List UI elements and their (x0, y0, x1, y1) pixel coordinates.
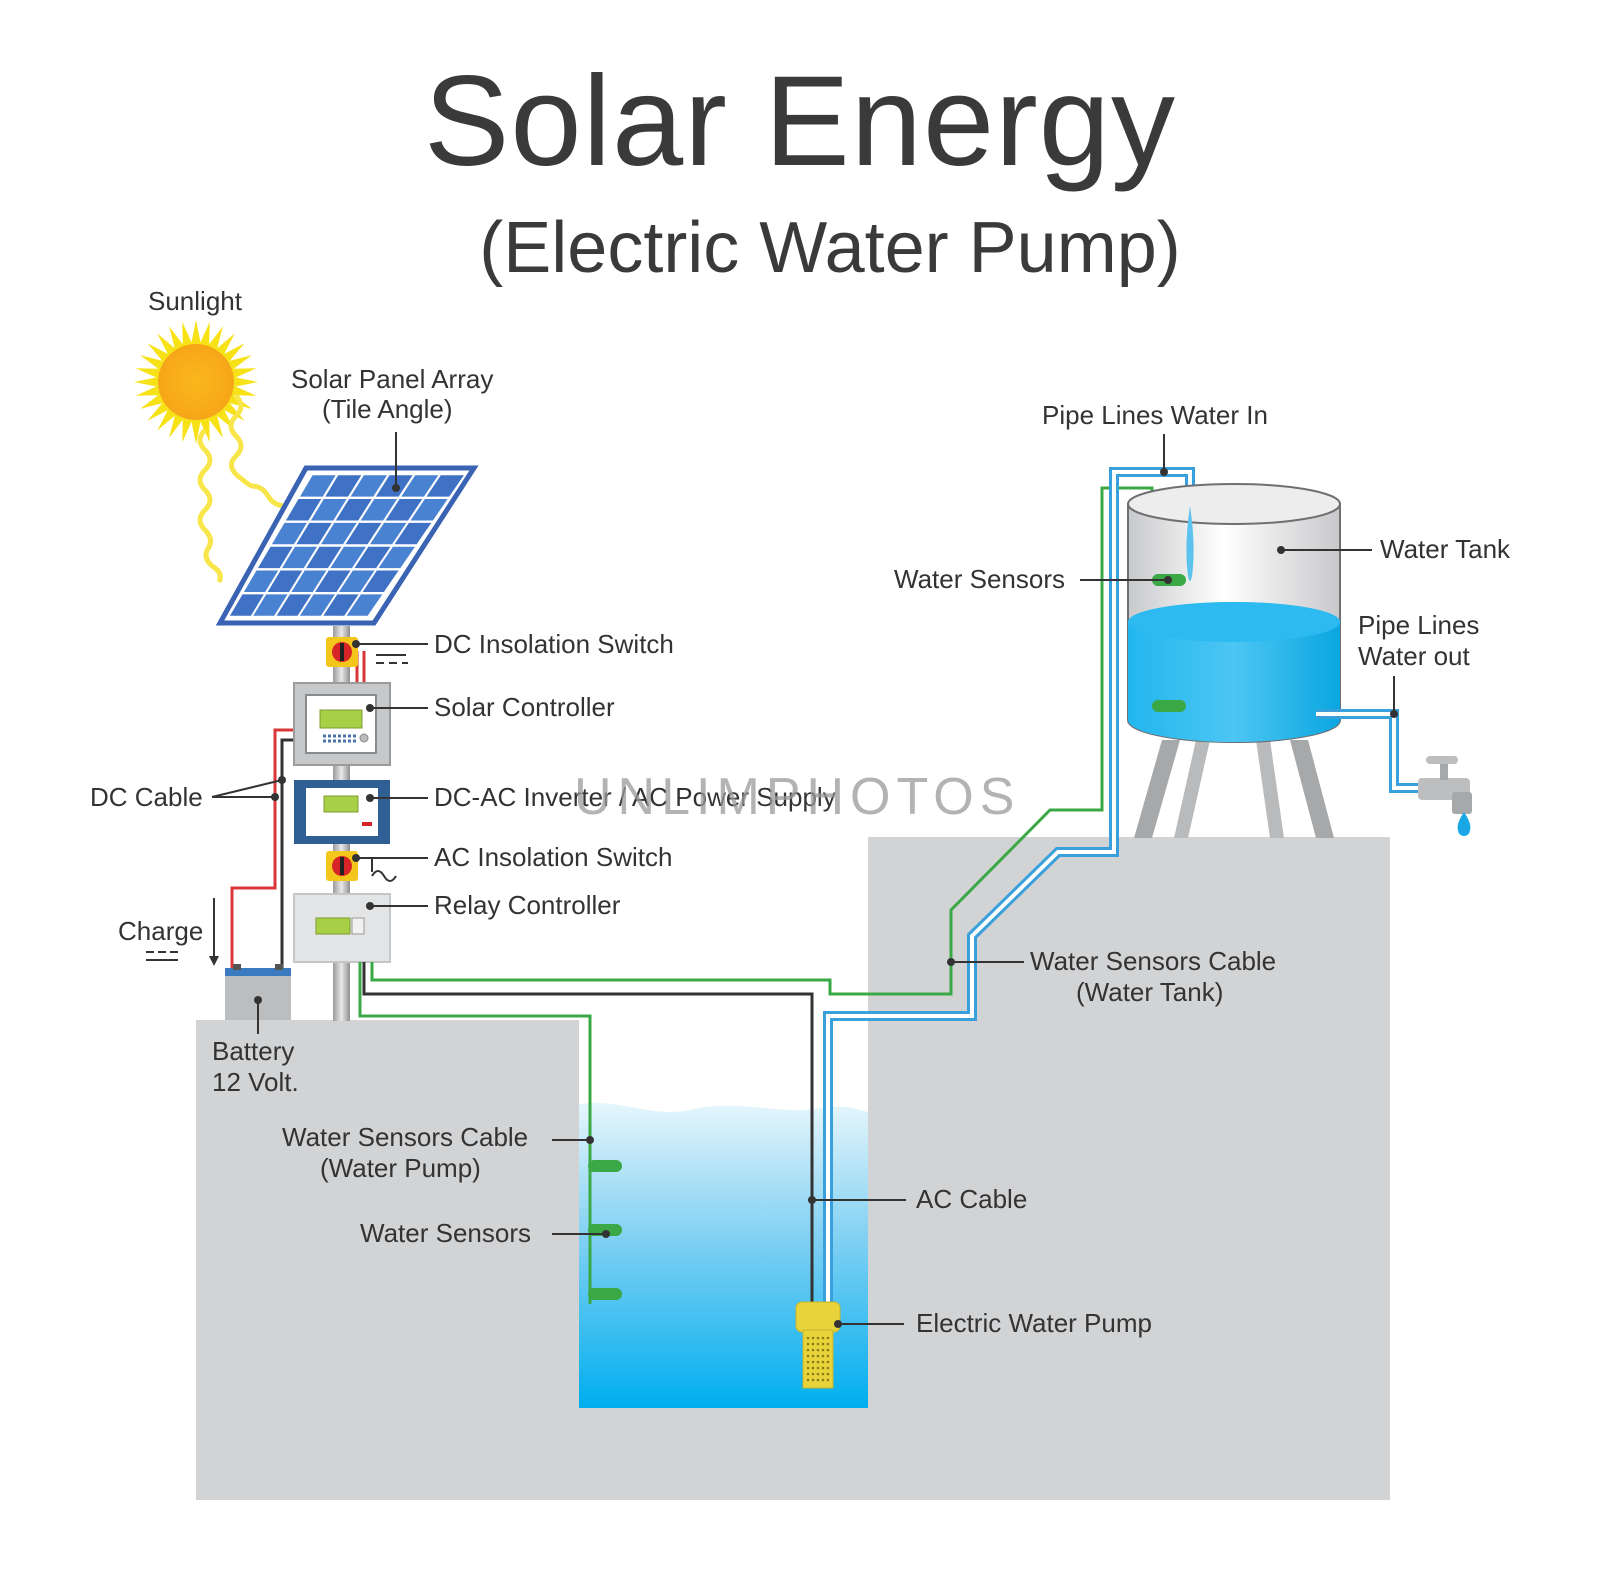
well-water (579, 1102, 868, 1408)
label-ac-cable: AC Cable (916, 1184, 1027, 1214)
dc-ac-inverter (294, 780, 390, 844)
page-subtitle: (Electric Water Pump) (479, 208, 1181, 288)
label-inverter: DC-AC Inverter / AC Power Supply (434, 782, 836, 812)
charge-arrow (146, 898, 219, 966)
label-water-tank: Water Tank (1380, 534, 1511, 564)
label-relay-controller: Relay Controller (434, 890, 621, 920)
label-sunlight: Sunlight (148, 286, 243, 316)
ground (196, 837, 1390, 1500)
label-tank-sensors-cable-sub: (Water Tank) (1076, 977, 1223, 1007)
label-pump-water-sensors: Water Sensors (360, 1218, 531, 1248)
outlet-pipe (1316, 709, 1420, 793)
relay-controller (293, 893, 391, 963)
watermark: UNLIMPHOTOS (574, 768, 1020, 826)
label-pump-sensors-cable: Water Sensors Cable (282, 1122, 528, 1152)
labels: Sunlight Solar Panel Array (Tile Angle) … (90, 286, 1511, 1338)
label-solar-controller: Solar Controller (434, 692, 615, 722)
label-charge: Charge (118, 916, 203, 946)
label-ac-insolation-switch: AC Insolation Switch (434, 842, 672, 872)
label-battery-volt: 12 Volt. (212, 1067, 299, 1097)
water-drop-icon (1457, 812, 1471, 836)
label-battery: Battery (212, 1036, 294, 1066)
dc-isolation-switch (326, 637, 408, 667)
label-electric-water-pump: Electric Water Pump (916, 1308, 1152, 1338)
solar-panel-icon (215, 465, 479, 626)
label-tank-water-sensors: Water Sensors (894, 564, 1065, 594)
label-pipe-lines: Pipe Lines (1358, 610, 1479, 640)
label-solar-panel-array: Solar Panel Array (291, 364, 493, 394)
label-pipe-lines-water-in: Pipe Lines Water In (1042, 400, 1268, 430)
label-dc-cable: DC Cable (90, 782, 203, 812)
label-water-out: Water out (1358, 641, 1471, 671)
electric-water-pump (795, 1301, 841, 1389)
label-pump-sensors-cable-sub: (Water Pump) (320, 1153, 481, 1183)
ac-isolation-switch (326, 851, 397, 882)
solar-controller (293, 682, 391, 766)
well-water-sensors (588, 1160, 622, 1300)
water-tap-icon (1418, 756, 1472, 814)
label-tile-angle: (Tile Angle) (322, 394, 453, 424)
label-dc-insolation-switch: DC Insolation Switch (434, 629, 674, 659)
label-tank-sensors-cable: Water Sensors Cable (1030, 946, 1276, 976)
leader-lines (211, 432, 1398, 1328)
page-title: Solar Energy (424, 50, 1176, 193)
water-tank (1127, 483, 1341, 838)
